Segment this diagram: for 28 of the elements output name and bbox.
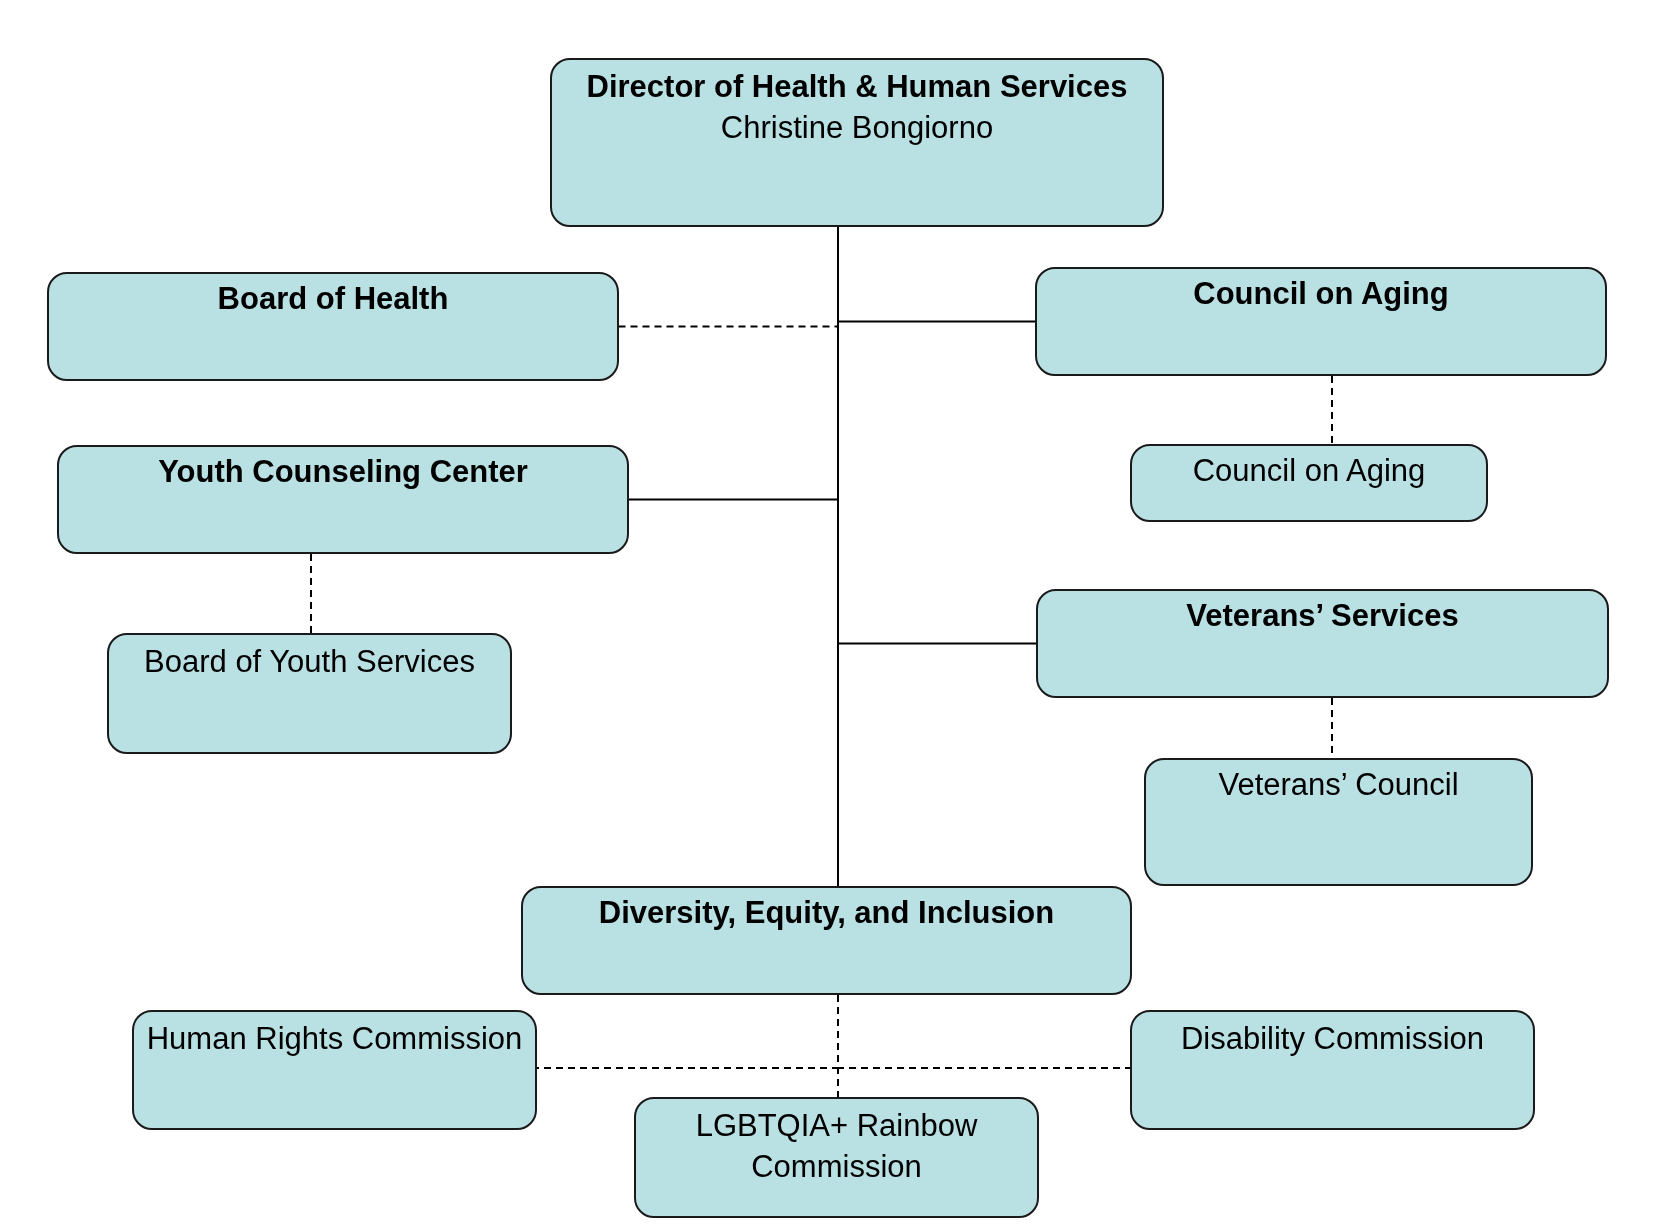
unit-box [57,445,629,554]
commission-box [1130,1010,1535,1130]
director-box [550,58,1164,227]
unit-title: Veterans’ Services [1186,597,1459,635]
person-name: Christine Bongiorno [720,109,994,147]
connector-line [1331,375,1333,445]
unit-name: Veterans’ Council [1218,766,1459,804]
board-box [1130,444,1488,522]
board-box [1144,758,1533,886]
unit-name: Disability Commission [1180,1020,1485,1058]
commission-box [132,1010,537,1130]
unit-name: Council on Aging [1192,452,1426,490]
unit-title: Diversity, Equity, and Inclusion [598,894,1055,932]
unit-box [47,272,619,381]
unit-name: Board of Youth Services [144,643,475,681]
unit-title: Director of Health & Human Services [586,68,1128,106]
board-box [107,633,512,754]
unit-box [521,886,1132,995]
connector-line [310,553,312,634]
unit-title: Board of Health [217,280,449,318]
commission-box [634,1097,1039,1218]
unit-title: Council on Aging [1193,275,1449,313]
unit-name: LGBTQIA+ Rainbow Commission [694,1107,979,1186]
unit-name: Human Rights Commission [146,1020,523,1058]
unit-box [1035,267,1607,376]
unit-title: Youth Counseling Center [158,453,528,491]
connector-line [837,994,1131,1069]
unit-box [1036,589,1609,698]
